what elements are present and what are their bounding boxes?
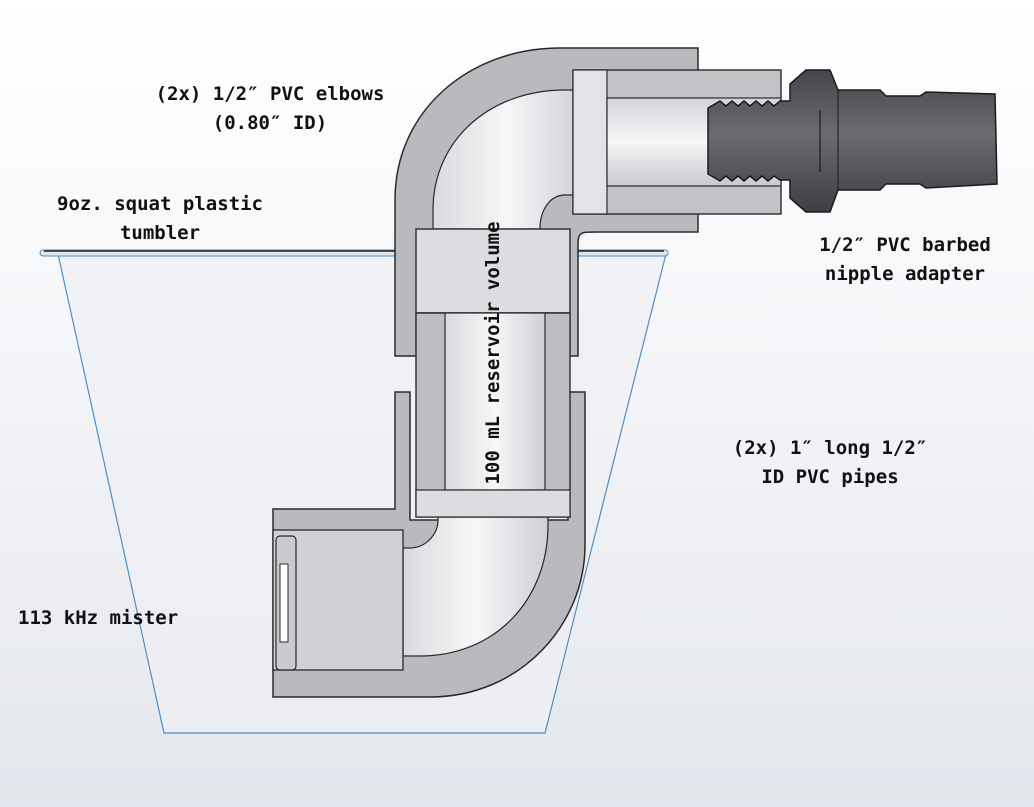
nipple-adapter-label: 1/2″ PVC barbed nipple adapter — [780, 231, 1030, 289]
lower-pvc-pipe — [415, 312, 571, 518]
pvc-pipes-label-line1: (2x) 1″ long 1/2″ — [732, 437, 928, 459]
lower-elbow — [272, 391, 586, 698]
elbows-label-line2: (0.80″ ID) — [212, 112, 328, 134]
tumbler-label: 9oz. squat plastic tumbler — [10, 190, 310, 248]
mister-disc — [275, 535, 297, 671]
nipple-adapter-label-line2: nipple adapter — [824, 263, 986, 285]
nipple-adapter-label-line1: 1/2″ PVC barbed — [819, 234, 991, 256]
pvc-pipes-label-line2: ID PVC pipes — [761, 466, 899, 488]
mister-label-text: 113 kHz mister — [18, 607, 179, 629]
barbed-nipple-adapter — [707, 69, 998, 213]
elbows-label-line1: (2x) 1/2″ PVC elbows — [155, 83, 385, 105]
mister-label: 113 kHz mister — [18, 604, 248, 633]
tumbler-label-line2: tumbler — [119, 222, 201, 244]
pvc-pipes-label: (2x) 1″ long 1/2″ ID PVC pipes — [690, 434, 970, 492]
tumbler-label-line1: 9oz. squat plastic — [57, 193, 263, 215]
elbows-label: (2x) 1/2″ PVC elbows (0.80″ ID) — [110, 80, 430, 138]
reservoir-volume-label: 100 mL reservoir volume — [482, 221, 504, 485]
